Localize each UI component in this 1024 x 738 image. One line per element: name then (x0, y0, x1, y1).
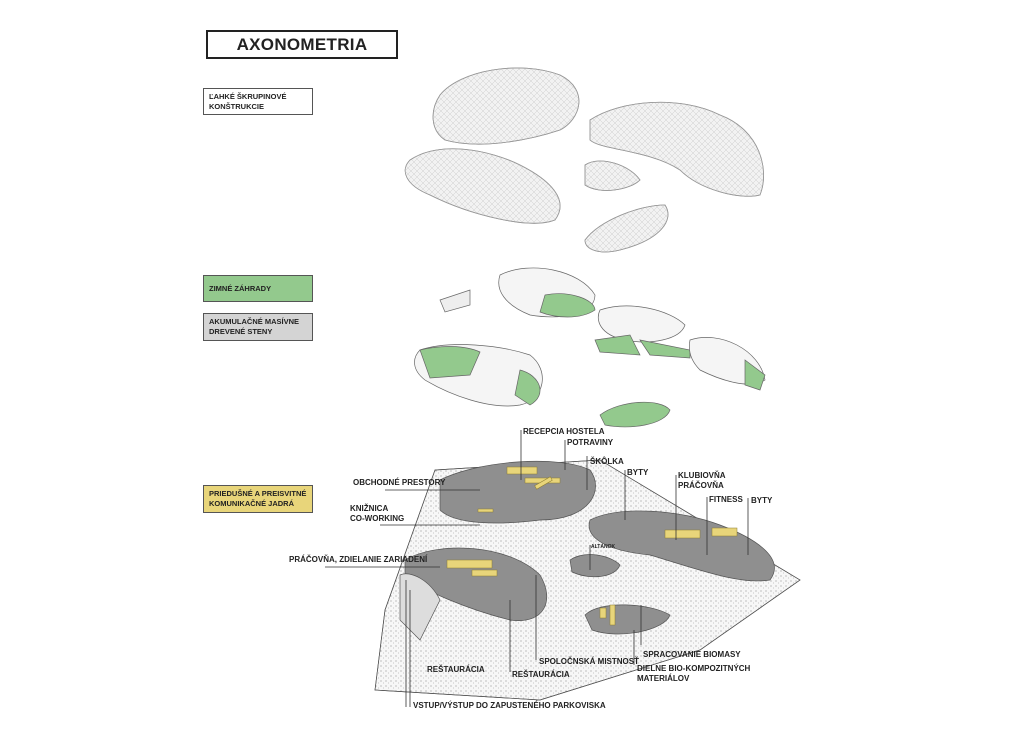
legend-winter-gardens: ZIMNÉ ZÁHRADY (203, 275, 313, 302)
leader-lines (325, 430, 749, 707)
label-pracovna: PRÁČOVŇA, ZDIELANIE ZARIADENÍ (289, 555, 428, 564)
label-skolka: ŠKÔLKA (590, 457, 624, 466)
label-line: DIELNE BIO-KOMPOZITNÝCH (637, 664, 751, 673)
label-byty-2: BYTY (751, 496, 773, 505)
legend-label: ĽAHKÉ ŠKRUPINOVÉ (209, 92, 287, 101)
legend-label: DREVENÉ STENY (209, 327, 273, 336)
label-line: MATERIÁLOV (637, 674, 690, 683)
label-line: KNIŽNICA (350, 504, 389, 513)
label-biomasa: SPRACOVANIE BIOMASY (643, 650, 741, 659)
legend-label: KOMUNIKAČNÉ JADRÁ (209, 499, 295, 508)
label-klubovna: KLUBIOVŇA PRÁČOVŇA (678, 471, 726, 491)
page-title: AXONOMETRIA (206, 30, 398, 59)
label-line: PRÁČOVŇA (678, 481, 724, 490)
legend-label: AKUMULAČNÉ MASÍVNE (209, 317, 299, 326)
label-kniznica: KNIŽNICA CO-WORKING (350, 504, 404, 524)
label-line: CO-WORKING (350, 514, 405, 523)
legend-shell-structures: ĽAHKÉ ŠKRUPINOVÉ KONŠTRUKCIE (203, 88, 313, 115)
label-obchodne: OBCHODNÉ PRESTORY (353, 478, 446, 487)
label-restauracia-2: REŠTAURÁCIA (512, 670, 570, 679)
label-vstup: VSTUP/VÝSTUP DO ZAPUSTENÉHO PARKOVISKA (413, 701, 606, 710)
legend-label: PRIEDUŠNÉ A PREISVITNÉ (209, 489, 307, 498)
label-fitness: FITNESS (709, 495, 743, 504)
label-recepcia: RECEPCIA HOSTELA (523, 427, 605, 436)
legend-communication-cores: PRIEDUŠNÉ A PREISVITNÉ KOMUNIKAČNÉ JADRÁ (203, 485, 313, 513)
label-line: KLUBIOVŇA (678, 471, 726, 480)
label-potraviny: POTRAVINY (567, 438, 614, 447)
label-byty-1: BYTY (627, 468, 649, 477)
winter-gardens (414, 267, 766, 428)
communication-cores (446, 466, 738, 626)
ground-plan (374, 459, 801, 701)
shell-roofs (404, 67, 764, 253)
legend-label: ZIMNÉ ZÁHRADY (209, 284, 272, 293)
label-altanok: ALTÁNOK (591, 544, 616, 550)
label-spolocenska: SPOLOČNSKÁ MISTNOSŤ (539, 657, 640, 666)
legend-label: KONŠTRUKCIE (209, 102, 265, 111)
legend-accumulation-walls: AKUMULAČNÉ MASÍVNE DREVENÉ STENY (203, 313, 313, 341)
label-dielne: DIELNE BIO-KOMPOZITNÝCH MATERIÁLOV (637, 664, 750, 684)
label-restauracia-1: REŠTAURÁCIA (427, 665, 485, 674)
